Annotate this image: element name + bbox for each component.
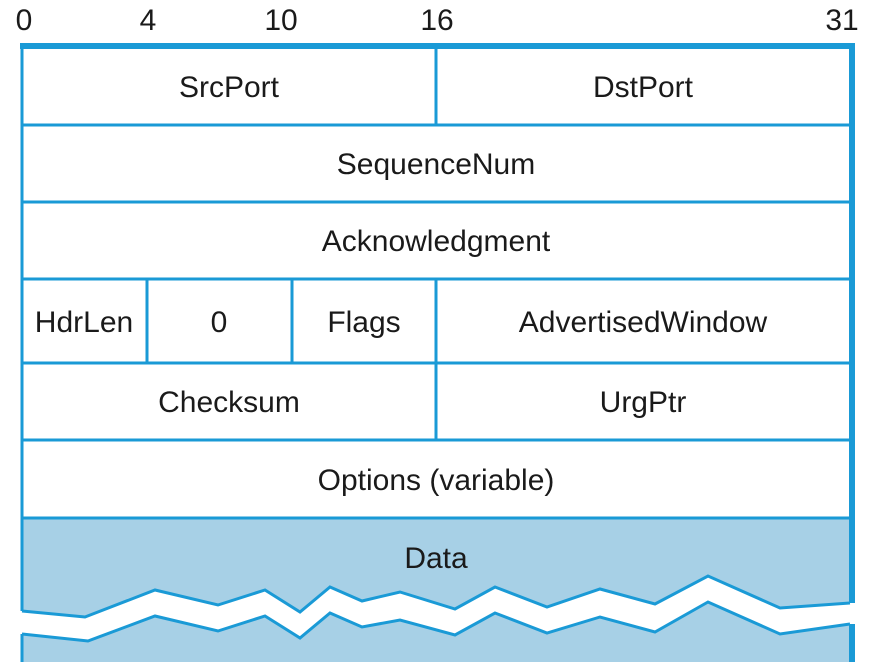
data-tear-upper-edge (21, 574, 851, 619)
field-dst-port: DstPort (593, 71, 694, 104)
bit-label-4: 4 (140, 4, 157, 37)
field-flags: Flags (327, 306, 400, 339)
field-options: Options (variable) (318, 464, 555, 497)
field-data: Data (404, 542, 468, 575)
field-acknowledgment: Acknowledgment (322, 225, 551, 258)
data-tear-lower-edge (21, 600, 851, 643)
field-urg-ptr: UrgPtr (600, 386, 687, 419)
field-reserved: 0 (211, 306, 228, 339)
field-advertised-window: AdvertisedWindow (519, 306, 768, 339)
bit-label-31: 31 (825, 4, 858, 37)
data-field-fill-lower (22, 602, 850, 662)
bit-label-0: 0 (16, 4, 33, 37)
field-hdr-len: HdrLen (35, 306, 133, 339)
bit-label-10: 10 (264, 4, 297, 37)
field-src-port: SrcPort (179, 71, 280, 104)
field-sequence-num: SequenceNum (337, 148, 535, 181)
data-field-fill (22, 518, 850, 617)
bit-label-16: 16 (420, 4, 453, 37)
field-checksum: Checksum (158, 386, 300, 419)
